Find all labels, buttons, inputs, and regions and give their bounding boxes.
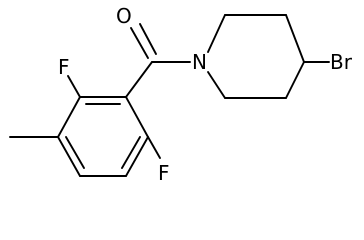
bond-carbonyl-ring [125, 61, 153, 98]
structure-canvas: O N Br F F [9, 4, 353, 185]
bond-carbonyl-o-2 [139, 23, 157, 55]
bond-ar-f-top [67, 75, 81, 98]
bond-ar-5-6-inner [121, 136, 141, 169]
bond-ar-3-4 [57, 136, 81, 177]
atom-oxygen: O [116, 4, 132, 28]
atom-fluorine-top: F [58, 55, 70, 79]
molecule-diagram: O N Br F F [9, 4, 353, 185]
atom-fluorine-bottom: F [158, 161, 170, 185]
atom-nitrogen: N [192, 50, 207, 74]
bond-pip-c3-c4 [285, 14, 305, 63]
bond-ar-f-bottom [147, 136, 161, 159]
bond-pip-c4-c5 [285, 61, 305, 99]
bond-pip-n-c2 [207, 14, 226, 53]
bonds [9, 14, 330, 177]
bond-ar-6-1 [125, 96, 149, 138]
bond-ar-2-3 [57, 96, 81, 138]
bond-ar-5-6 [125, 136, 149, 177]
atom-bromine: Br [330, 50, 353, 74]
bond-carbonyl-o-1 [130, 27, 149, 59]
atom-labels: O N Br F F [58, 4, 353, 185]
bond-ar-3-4-inner [65, 136, 85, 169]
bond-pip-c6-n [207, 71, 226, 99]
